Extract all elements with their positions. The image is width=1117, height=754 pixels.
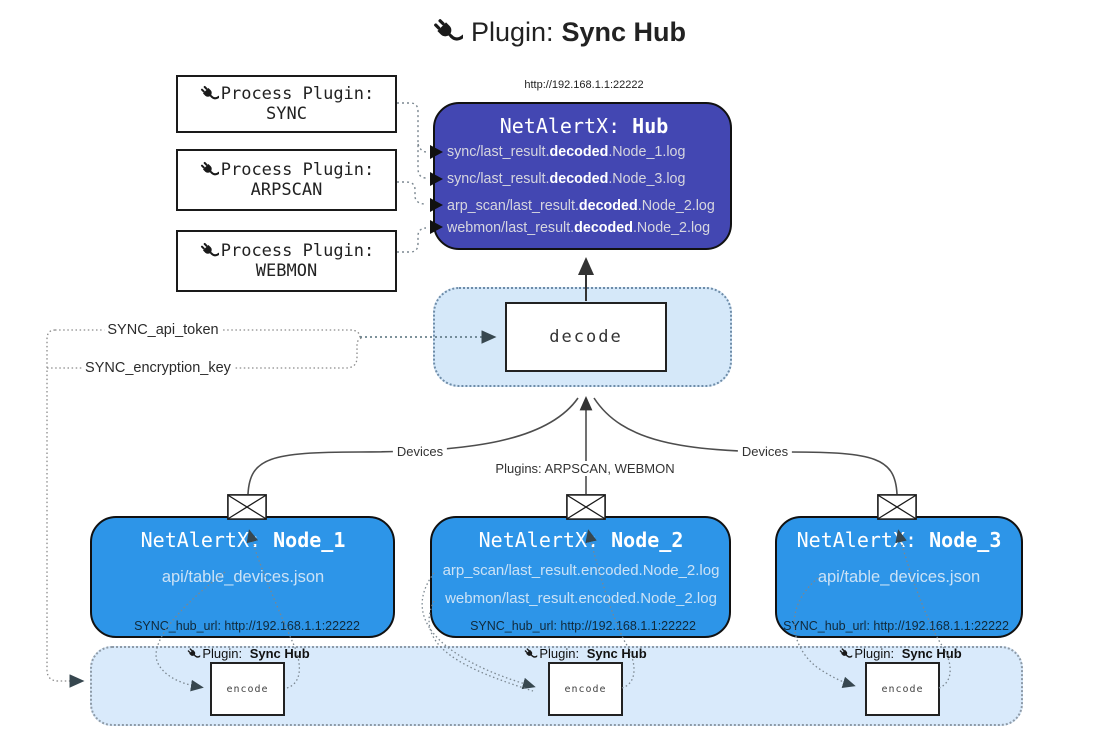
process-plugin-label: Process Plugin:: [220, 241, 375, 261]
plugins-label-center: Plugins: ARPSCAN, WEBMON: [491, 461, 679, 476]
sync-encryption-key-label: SYNC_encryption_key: [82, 360, 234, 376]
process-plugin-name: SYNC: [266, 104, 307, 124]
hub-log-row: arp_scan/last_result.decoded.Node_2.log: [447, 198, 715, 214]
devices-label-right: Devices: [737, 444, 793, 459]
node1-title: NetAlertX: Node_1: [140, 528, 346, 552]
node2-title: NetAlertX: Node_2: [478, 528, 684, 552]
envelope-icon-node3: [877, 494, 917, 520]
hub-title: NetAlertX: Hub: [499, 114, 669, 138]
decode-box: decode: [505, 302, 667, 372]
plug-icon: [838, 647, 852, 661]
process-plugin-name: ARPSCAN: [250, 180, 323, 200]
process-plugin-box-arpscan: Process Plugin: ARPSCAN: [176, 149, 397, 211]
node3-hub-url: SYNC_hub_url: http://192.168.1.1:22222: [783, 619, 1009, 633]
hub-log-row: webmon/last_result.decoded.Node_2.log: [447, 220, 711, 236]
page-title-prefix: Plugin:: [470, 16, 554, 47]
process-plugin-label: Process Plugin:: [220, 160, 375, 180]
plug-icon: [199, 160, 219, 180]
encode-box-node2: encode: [548, 662, 623, 716]
node3-title: NetAlertX: Node_3: [796, 528, 1002, 552]
devices-label-left: Devices: [392, 444, 448, 459]
encode-box-node1: encode: [210, 662, 285, 716]
node2-file: webmon/last_result.encoded.Node_2.log: [445, 590, 717, 607]
page-title: Plugin: Sync Hub: [0, 16, 1117, 48]
envelope-icon-node1: [227, 494, 267, 520]
node1-hub-url: SYNC_hub_url: http://192.168.1.1:22222: [134, 619, 360, 633]
plug-icon: [199, 84, 219, 104]
band-plugin-label: Plugin: Sync Hub: [523, 646, 647, 661]
plug-icon: [523, 647, 537, 661]
hub-log-row: sync/last_result.decoded.Node_1.log: [447, 144, 686, 160]
plug-icon: [199, 241, 219, 261]
process-plugin-box-sync: Process Plugin: SYNC: [176, 75, 397, 133]
process-plugin-box-webmon: Process Plugin: WEBMON: [176, 230, 397, 292]
node1-box: [90, 516, 395, 638]
node1-file: api/table_devices.json: [161, 568, 325, 586]
encode-box-node3: encode: [865, 662, 940, 716]
envelope-icon-node2: [566, 494, 606, 520]
hub-log-row: sync/last_result.decoded.Node_3.log: [447, 171, 686, 187]
plug-icon: [186, 647, 200, 661]
node2-file: arp_scan/last_result.encoded.Node_2.log: [442, 562, 720, 579]
band-plugin-label: Plugin: Sync Hub: [186, 646, 310, 661]
process-plugin-label: Process Plugin:: [220, 84, 375, 104]
process-plugin-connectors: [397, 102, 428, 253]
node-to-decode-curves: [247, 397, 898, 495]
node3-file: api/table_devices.json: [817, 568, 981, 586]
band-plugin-label: Plugin: Sync Hub: [838, 646, 962, 661]
hub-url-label: http://192.168.1.1:22222: [524, 79, 644, 91]
hub-box: [433, 102, 732, 250]
plug-icon: [431, 16, 463, 48]
process-plugin-name: WEBMON: [255, 261, 318, 281]
page-title-name: Sync Hub: [561, 16, 687, 47]
sync-api-token-label: SYNC_api_token: [104, 322, 222, 338]
node2-hub-url: SYNC_hub_url: http://192.168.1.1:22222: [470, 619, 696, 633]
